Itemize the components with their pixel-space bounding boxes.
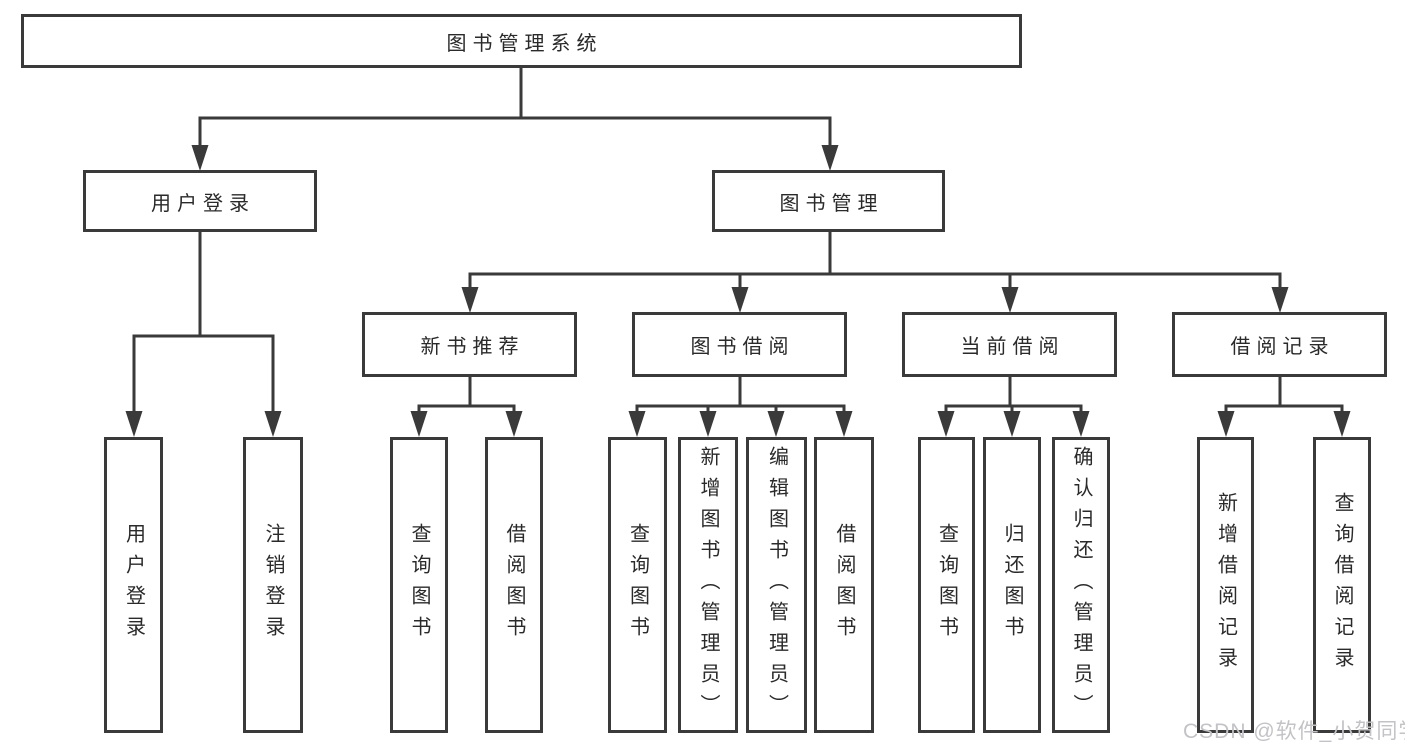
arrow-down-icon [937,411,955,437]
leaf-records-query-record: 查询借阅记录 [1313,437,1371,733]
arrow-down-icon [731,287,749,313]
arrow-down-icon [505,411,523,437]
leaf-recommend-borrow-books: 借阅图书 [485,437,543,733]
leaf-borrow-edit-books-admin: 编辑图书（管理员） [746,437,807,733]
edge-book-management-children [468,230,1282,308]
arrow-down-icon [1003,411,1021,437]
leaf-recommend-query-books-label: 查询图书 [408,523,430,647]
arrow-down-icon [410,411,428,437]
arrow-down-icon [1217,411,1235,437]
leaf-current-return-books-label: 归还图书 [1001,523,1023,647]
node-library-system-label: 图书管理系统 [446,32,603,55]
leaf-logout-login-label: 注销登录 [262,523,284,647]
csdn-watermark: CSDN @软件_小贺同学 [1183,720,1405,743]
leaf-user-login: 用户登录 [104,437,163,733]
arrow-down-icon [767,411,785,437]
leaf-current-query-books: 查询图书 [918,437,975,733]
arrow-down-icon [1271,287,1289,313]
arrow-down-icon [1001,287,1019,313]
edge-user-login-children [132,230,275,432]
arrow-down-icon [628,411,646,437]
leaf-recommend-query-books: 查询图书 [390,437,448,733]
leaf-current-confirm-return-admin-label: 确认归还（管理员） [1070,445,1092,725]
edge-book-borrow-children [635,375,846,432]
leaf-current-return-books: 归还图书 [983,437,1041,733]
node-book-management-label: 图书管理 [779,192,884,215]
leaf-borrow-borrow-books: 借阅图书 [814,437,874,733]
node-current-borrow: 当前借阅 [902,312,1117,377]
arrow-down-icon [835,411,853,437]
node-book-management: 图书管理 [712,170,945,232]
arrow-down-icon [125,411,143,437]
leaf-borrow-edit-books-admin-label: 编辑图书（管理员） [765,445,788,725]
arrow-down-icon [699,411,717,437]
node-library-system: 图书管理系统 [21,14,1022,68]
edge-new-book-recommend-children [417,375,516,432]
node-borrow-records: 借阅记录 [1172,312,1387,377]
node-book-borrow: 图书借阅 [632,312,847,377]
node-new-book-recommend-label: 新书推荐 [420,336,525,358]
arrow-down-icon [461,287,479,313]
leaf-logout-login: 注销登录 [243,437,303,733]
leaf-records-add-record-label: 新增借阅记录 [1214,492,1237,678]
leaf-recommend-borrow-books-label: 借阅图书 [503,523,525,647]
node-current-borrow-label: 当前借阅 [960,336,1065,358]
node-user-login: 用户登录 [83,170,317,232]
leaf-borrow-borrow-books-label: 借阅图书 [833,523,855,647]
edge-root-to-level2 [198,66,832,166]
leaf-records-query-record-label: 查询借阅记录 [1331,492,1353,678]
leaf-current-query-books-label: 查询图书 [935,523,958,647]
arrow-down-icon [1072,411,1090,437]
arrow-down-icon [191,145,209,171]
arrowheads-group [125,145,1351,437]
edge-borrow-records-children [1224,375,1344,432]
node-borrow-records-label: 借阅记录 [1230,336,1335,358]
leaf-borrow-add-books-admin-label: 新增图书（管理员） [697,445,719,725]
leaf-records-add-record: 新增借阅记录 [1197,437,1254,733]
leaf-borrow-query-books-label: 查询图书 [626,523,649,647]
node-new-book-recommend: 新书推荐 [362,312,577,377]
leaf-borrow-add-books-admin: 新增图书（管理员） [678,437,738,733]
arrow-down-icon [264,411,282,437]
node-user-login-label: 用户登录 [151,192,255,215]
arrow-down-icon [1333,411,1351,437]
arrow-down-icon [821,145,839,171]
leaf-current-confirm-return-admin: 确认归还（管理员） [1052,437,1110,733]
leaf-user-login-label: 用户登录 [122,523,145,647]
node-book-borrow-label: 图书借阅 [690,336,795,358]
leaf-borrow-query-books: 查询图书 [608,437,667,733]
